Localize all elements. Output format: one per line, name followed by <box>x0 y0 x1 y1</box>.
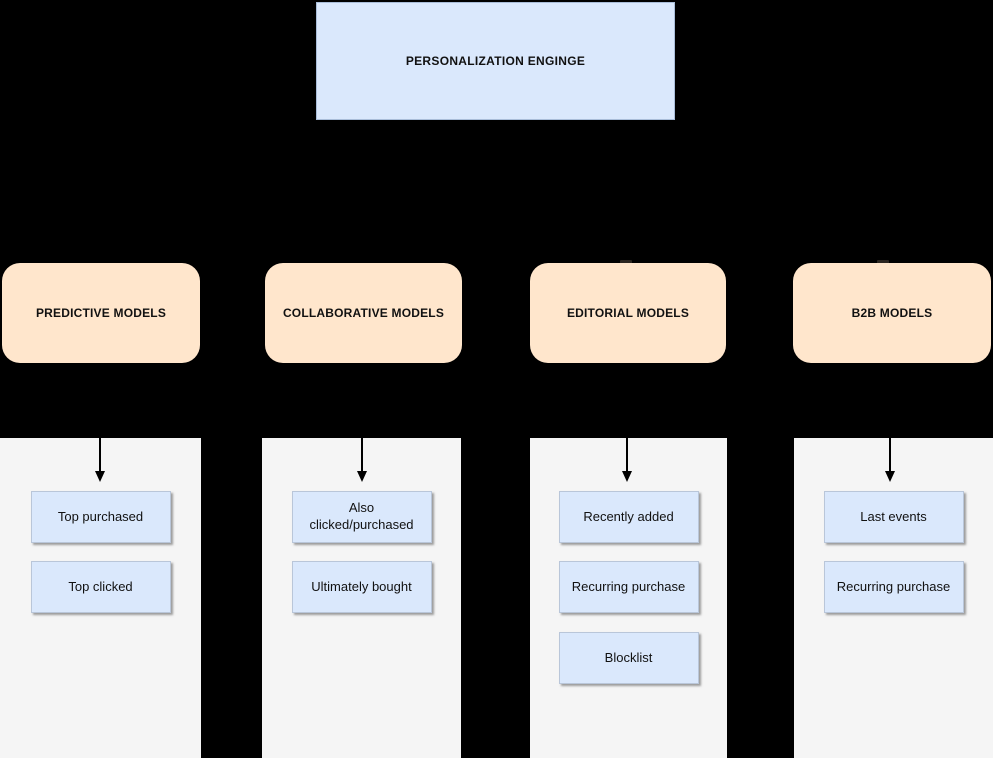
arrow-line <box>361 363 363 472</box>
item-label: Top purchased <box>57 508 144 524</box>
root-node-personalization-engine: PERSONALIZATION ENGINGE <box>316 2 675 120</box>
item-box-ultimately-bought: Ultimately bought <box>291 561 432 613</box>
item-label: Ultimately bought <box>311 578 412 594</box>
panel-collaborative-models: Also clicked/purchased Ultimately bought <box>262 438 461 758</box>
down-arrow <box>94 363 106 483</box>
item-box-top-clicked: Top clicked <box>30 561 171 613</box>
item-box-blocklist: Blocklist <box>558 632 699 684</box>
item-label: Blocklist <box>604 649 653 665</box>
category-label: PREDICTIVE MODELS <box>35 306 167 320</box>
category-label: EDITORIAL MODELS <box>566 306 690 320</box>
category-predictive-models: PREDICTIVE MODELS <box>2 263 200 363</box>
arrow-line <box>99 363 101 472</box>
item-label: Last events <box>860 508 927 524</box>
item-box-also-clicked-purchased: Also clicked/purchased <box>291 491 432 543</box>
root-node-label: PERSONALIZATION ENGINGE <box>405 54 586 68</box>
arrow-head-icon <box>622 471 632 482</box>
connector-arrowhead <box>620 260 632 264</box>
connector-line <box>626 120 628 263</box>
connector-line <box>361 120 363 263</box>
item-label: Recurring purchase <box>571 578 686 594</box>
connector-line <box>889 120 891 263</box>
item-box-recurring-purchase: Recurring purchase <box>558 561 699 613</box>
panel-b2b-models: Last events Recurring purchase <box>794 438 993 758</box>
category-label: B2B MODELS <box>851 306 933 320</box>
connector-arrowhead <box>877 260 889 264</box>
item-box-recurring-purchase: Recurring purchase <box>823 561 964 613</box>
item-box-top-purchased: Top purchased <box>30 491 171 543</box>
down-arrow <box>356 363 368 483</box>
item-box-last-events: Last events <box>823 491 964 543</box>
connector-line <box>99 120 101 263</box>
item-label: Also clicked/purchased <box>309 500 414 532</box>
item-label: Top clicked <box>68 578 133 594</box>
arrow-line <box>889 363 891 472</box>
item-label: Recently added <box>583 508 674 524</box>
panel-predictive-models: Top purchased Top clicked <box>0 438 201 758</box>
item-label: Recurring purchase <box>836 578 951 594</box>
down-arrow <box>621 363 633 483</box>
category-editorial-models: EDITORIAL MODELS <box>530 263 726 363</box>
arrow-line <box>626 363 628 472</box>
item-box-recently-added: Recently added <box>558 491 699 543</box>
arrow-head-icon <box>885 471 895 482</box>
category-label: COLLABORATIVE MODELS <box>282 306 445 320</box>
arrow-head-icon <box>95 471 105 482</box>
category-b2b-models: B2B MODELS <box>793 263 991 363</box>
category-collaborative-models: COLLABORATIVE MODELS <box>265 263 462 363</box>
arrow-head-icon <box>357 471 367 482</box>
panel-editorial-models: Recently added Recurring purchase Blockl… <box>530 438 727 758</box>
down-arrow <box>884 363 896 483</box>
